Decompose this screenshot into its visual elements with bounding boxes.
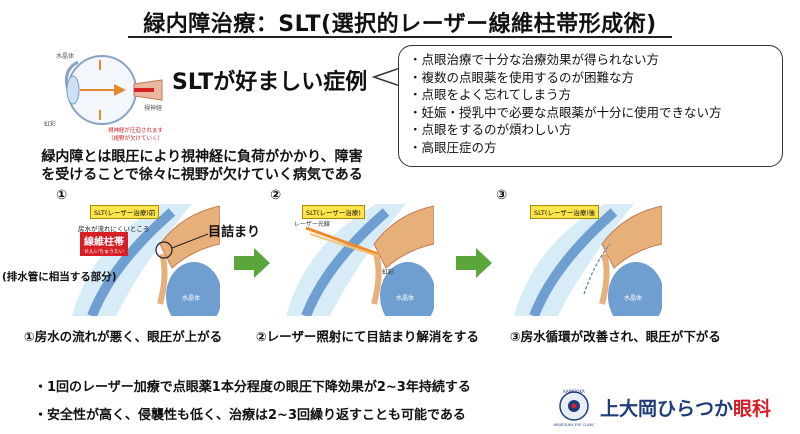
eye-diagram: 水晶体 視神経 虹彩 視神経が圧迫されます （視野が欠けていく）	[44, 52, 164, 142]
drain-side-label: (排水管に相当する部分)	[2, 271, 117, 283]
step-1-note: 房水が流れにくいところ	[78, 225, 150, 233]
step-1-lens-label: 水晶体	[182, 294, 200, 302]
step-3-tag: SLT(レーザー治療)後	[530, 205, 600, 219]
page-title: 緑内障治療：SLT(選択的レーザー線維柱帯形成術)	[143, 12, 657, 37]
description-line-1: 緑内障とは眼圧により視神経に負荷がかかり、障害	[41, 149, 363, 165]
step-2-tag: SLT(レーザー治療)	[302, 205, 365, 219]
description-line-2: を受けることで徐々に視野が欠けていく病気である	[41, 167, 363, 183]
title-underline	[128, 36, 672, 38]
indications-callout: 点眼治療で十分な治療効果が得られない方 複数の点眼薬を使用するのが困難な方 点眼…	[398, 45, 783, 167]
step-3-lens-label: 水晶体	[624, 294, 642, 302]
step-2-number: ②	[270, 188, 282, 203]
clog-callout: 目詰まり	[208, 225, 261, 240]
step-2-lens-label: 水晶体	[396, 294, 414, 302]
step-1-red-label: 線維柱帯 せんいちゅうたい	[80, 232, 129, 256]
eye-label-iris: 虹彩	[44, 120, 56, 128]
indication-item: 点眼をよく忘れてしまう方	[409, 86, 772, 104]
step-3-caption: ③房水循環が改善され、眼圧が下がる	[510, 329, 721, 344]
step-2-panel: 水晶体 虹彩 レーザー光線 SLT(レーザー治療)	[286, 204, 434, 316]
logo-accent-text: 眼科	[733, 398, 772, 420]
clog-leader-line	[171, 233, 209, 249]
step-1-panel: 水晶体 SLT(レーザー治療)前 房水が流れにくいところ 線維柱帯 せんいちゅう…	[72, 204, 220, 316]
indications-heading: SLTが好ましい症例	[172, 70, 368, 95]
logo-main-text: 上大岡ひらつか	[600, 398, 734, 420]
step-2-laser-label: レーザー光線	[294, 220, 330, 228]
eye-label-nerve: 視神経	[144, 104, 162, 112]
step-2-iris-label: 虹彩	[382, 268, 394, 276]
eye-note-line1: 視神経が圧迫されます	[108, 126, 164, 134]
eye-label-lens: 水晶体	[56, 52, 74, 60]
indication-item: 複数の点眼薬を使用するのが困難な方	[409, 69, 772, 87]
red-label-main: 線維柱帯	[84, 237, 124, 248]
arrow-right-icon	[234, 248, 270, 278]
bottom-note-text: 安全性が高く、侵襲性も低く、治療は2~3回繰り返すことも可能である	[47, 408, 466, 423]
bottom-note: ・安全性が高く、侵襲性も低く、治療は2~3回繰り返すことも可能である	[34, 408, 466, 423]
red-label-reading: せんいちゅうたい	[84, 249, 125, 255]
indication-item: 妊娠・授乳中で必要な点眼薬が十分に使用できない方	[409, 104, 772, 122]
indications-list: 点眼治療で十分な治療効果が得られない方 複数の点眼薬を使用するのが困難な方 点眼…	[409, 51, 772, 156]
eyeball-icon	[64, 55, 163, 125]
eye-note-line2: （視野が欠けていく）	[108, 134, 163, 142]
indication-item: 点眼をするのが煩わしい方	[409, 121, 772, 139]
step-3-panel: 水晶体 SLT(レーザー治療)後	[514, 204, 662, 316]
step-1-number: ①	[56, 188, 68, 203]
arrow-right-icon	[456, 248, 492, 278]
logo-small-top: KAMIOOKA	[563, 389, 585, 394]
clinic-logo-icon: KAMIOOKA HIRATSUKA EYE CLINIC	[553, 389, 594, 427]
clinic-logo: 上大岡ひらつか眼科	[600, 394, 771, 421]
step-2-illustration: 水晶体 虹彩 レーザー光線	[286, 204, 434, 316]
glaucoma-description: 緑内障とは眼圧により視神経に負荷がかかり、障害 を受けることで徐々に視野が欠けて…	[12, 148, 392, 184]
step-1-tag: SLT(レーザー治療)前	[90, 205, 160, 219]
bottom-note-text: 1回のレーザー加療で点眼薬1本分程度の眼圧下降効果が2~3年持続する	[47, 380, 471, 395]
step-3-number: ③	[496, 188, 508, 203]
step-1-caption: ①房水の流れが悪く、眼圧が上がる	[24, 329, 223, 344]
indication-item: 高眼圧症の方	[409, 139, 772, 157]
step-2-caption: ②レーザー照射にて目詰まり解消をする	[256, 329, 479, 344]
logo-small-bottom: HIRATSUKA EYE CLINIC	[553, 423, 594, 427]
indication-item: 点眼治療で十分な治療効果が得られない方	[409, 51, 772, 69]
step-1-illustration: 水晶体	[72, 204, 220, 316]
bottom-note: ・1回のレーザー加療で点眼薬1本分程度の眼圧下降効果が2~3年持続する	[34, 380, 471, 395]
step-3-illustration: 水晶体	[514, 204, 662, 316]
